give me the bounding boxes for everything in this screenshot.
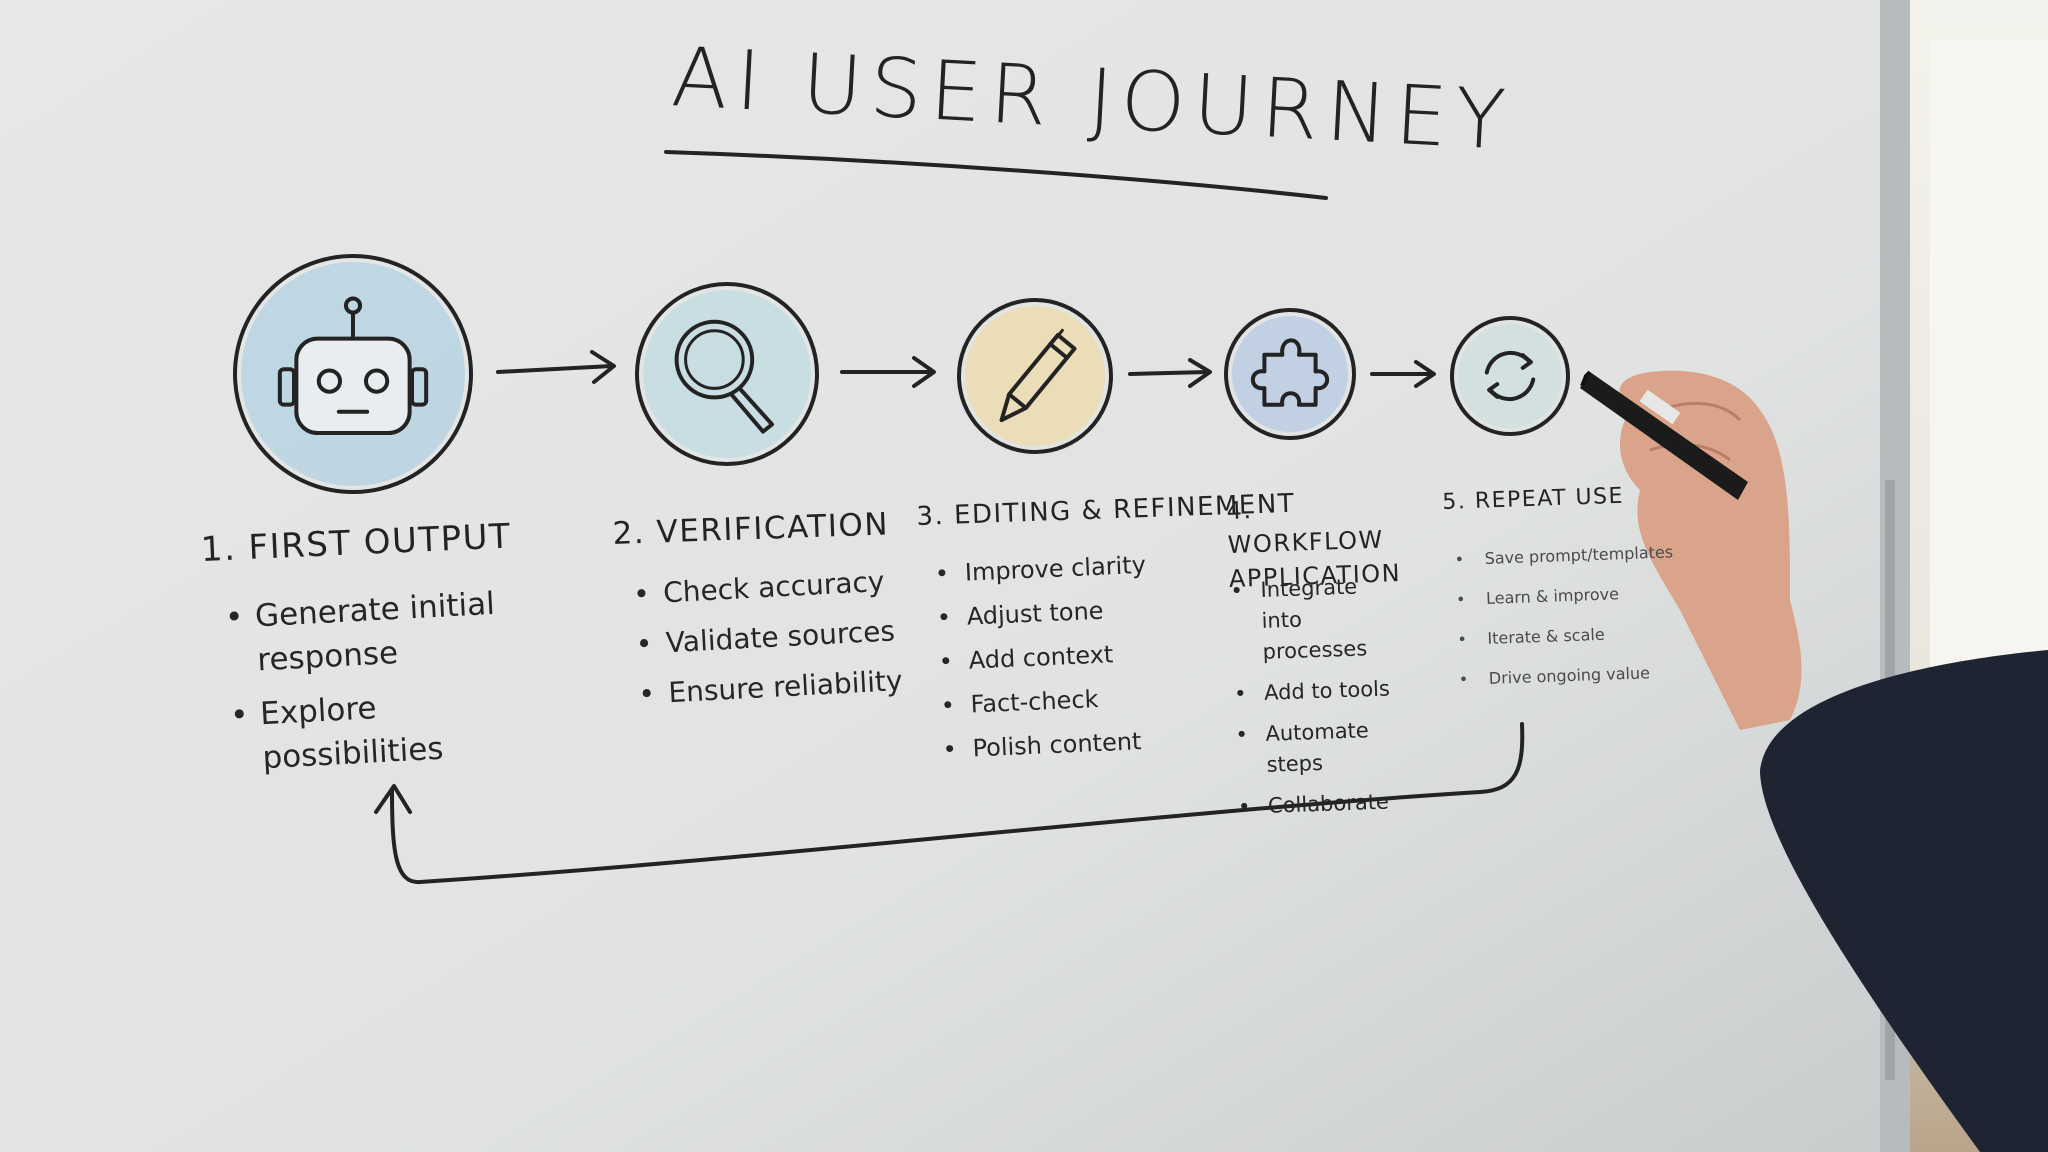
- step-4-circle: [1226, 310, 1354, 438]
- list-item: Generate initial response: [224, 581, 518, 684]
- step-1-bullets: Generate initial response Explore possib…: [224, 581, 523, 782]
- list-item: Drive ongoing value: [1458, 652, 1678, 700]
- list-item: Integrate into processes: [1230, 570, 1403, 669]
- step-2-bullets: Check accuracy Validate sources Ensure r…: [632, 556, 904, 720]
- step-5-circle: [1452, 318, 1568, 434]
- list-item: Automate steps: [1235, 714, 1407, 782]
- step-4-bullets: Integrate into processes Add to tools Au…: [1230, 570, 1409, 823]
- step-5-bullets: Save prompt/templates Learn & improve It…: [1454, 532, 1678, 700]
- list-item: Add to tools: [1234, 673, 1405, 710]
- step-3-bullets: Improve clarity Adjust tone Add context …: [934, 543, 1154, 772]
- step-3-circle: [959, 300, 1111, 452]
- list-item: Collaborate: [1238, 786, 1409, 823]
- step-1-circle: [235, 256, 471, 492]
- list-item: Explore possibilities: [229, 679, 523, 782]
- list-item: Polish content: [942, 719, 1155, 772]
- step-2-circle: [637, 284, 817, 464]
